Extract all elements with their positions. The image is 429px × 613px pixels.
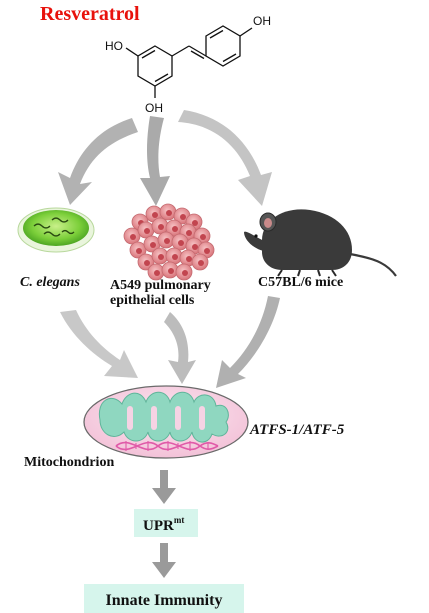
cells-label-line1: A549 pulmonary	[110, 278, 211, 293]
epithelial-cells-icon	[123, 203, 215, 281]
mice-label: C57BL/6 mice	[258, 275, 343, 290]
upr-superscript: mt	[174, 515, 185, 525]
mitochondrion-icon	[83, 385, 249, 459]
cells-label-line2: epithelial cells	[110, 293, 195, 308]
cell-nucleus	[130, 234, 136, 240]
upr-label: UPRmt	[143, 515, 184, 534]
cell-nucleus	[186, 230, 192, 236]
cristae-folds	[127, 406, 205, 430]
cell-nucleus	[200, 234, 206, 240]
top-arrows	[58, 110, 272, 206]
worm-label: C. elegans	[20, 275, 80, 290]
oh-top-bond	[239, 27, 253, 37]
arrow-to-worm	[58, 118, 138, 205]
atfs-label: ATFS-1/ATF-5	[249, 422, 345, 438]
mitochondrion-label: Mitochondrion	[24, 455, 114, 470]
cell-nucleus	[152, 212, 158, 218]
worm-icon	[33, 217, 75, 237]
arrow-mice-to-mito	[216, 296, 280, 388]
title: Resveratrol	[40, 3, 140, 25]
immunity-box: Innate Immunity	[84, 584, 244, 613]
cell-nucleus	[198, 260, 204, 266]
arrow-cells-to-mito	[164, 312, 196, 384]
cell-nucleus	[192, 244, 198, 250]
cell-nucleus	[186, 256, 192, 262]
cell-nucleus	[158, 224, 164, 230]
cell-nucleus	[182, 270, 188, 276]
upr-box: UPRmt	[134, 509, 198, 537]
arrow-mito-to-upr	[152, 470, 176, 504]
mouse-icon	[244, 209, 397, 277]
cell-nucleus	[178, 240, 184, 246]
ho-left-label: HO	[105, 39, 123, 53]
right-benzene-ring	[205, 25, 241, 67]
oh-top-label: OH	[253, 14, 271, 28]
arrow-upr-to-immunity	[152, 543, 176, 578]
arrow-to-mice	[178, 110, 272, 206]
oh-bottom-label: OH	[145, 101, 163, 115]
cristae	[98, 391, 229, 443]
cell-nucleus	[166, 210, 172, 216]
petri-dish-icon	[17, 207, 95, 253]
arrow-to-cells	[140, 116, 170, 206]
cell-nucleus	[144, 260, 150, 266]
cell-nucleus	[192, 220, 198, 226]
cell-nucleus	[172, 254, 178, 260]
cell-nucleus	[164, 238, 170, 244]
cell-nucleus	[172, 226, 178, 232]
converging-arrows	[60, 296, 280, 388]
innate-immunity-label: Innate Immunity	[106, 592, 223, 609]
cell-nucleus	[136, 248, 142, 254]
cell-nucleus	[158, 254, 164, 260]
cell-nucleus	[180, 214, 186, 220]
left-benzene-ring	[137, 45, 173, 87]
cell-nucleus	[144, 228, 150, 234]
cell-nucleus	[154, 270, 160, 276]
arrow-worm-to-mito	[60, 310, 138, 378]
cell-nucleus	[168, 268, 174, 274]
dna-helix-icon	[115, 441, 219, 451]
resveratrol-structure	[125, 25, 253, 98]
cell-nucleus	[204, 248, 210, 254]
ho-bond	[125, 47, 139, 57]
cell-nucleus	[150, 242, 156, 248]
